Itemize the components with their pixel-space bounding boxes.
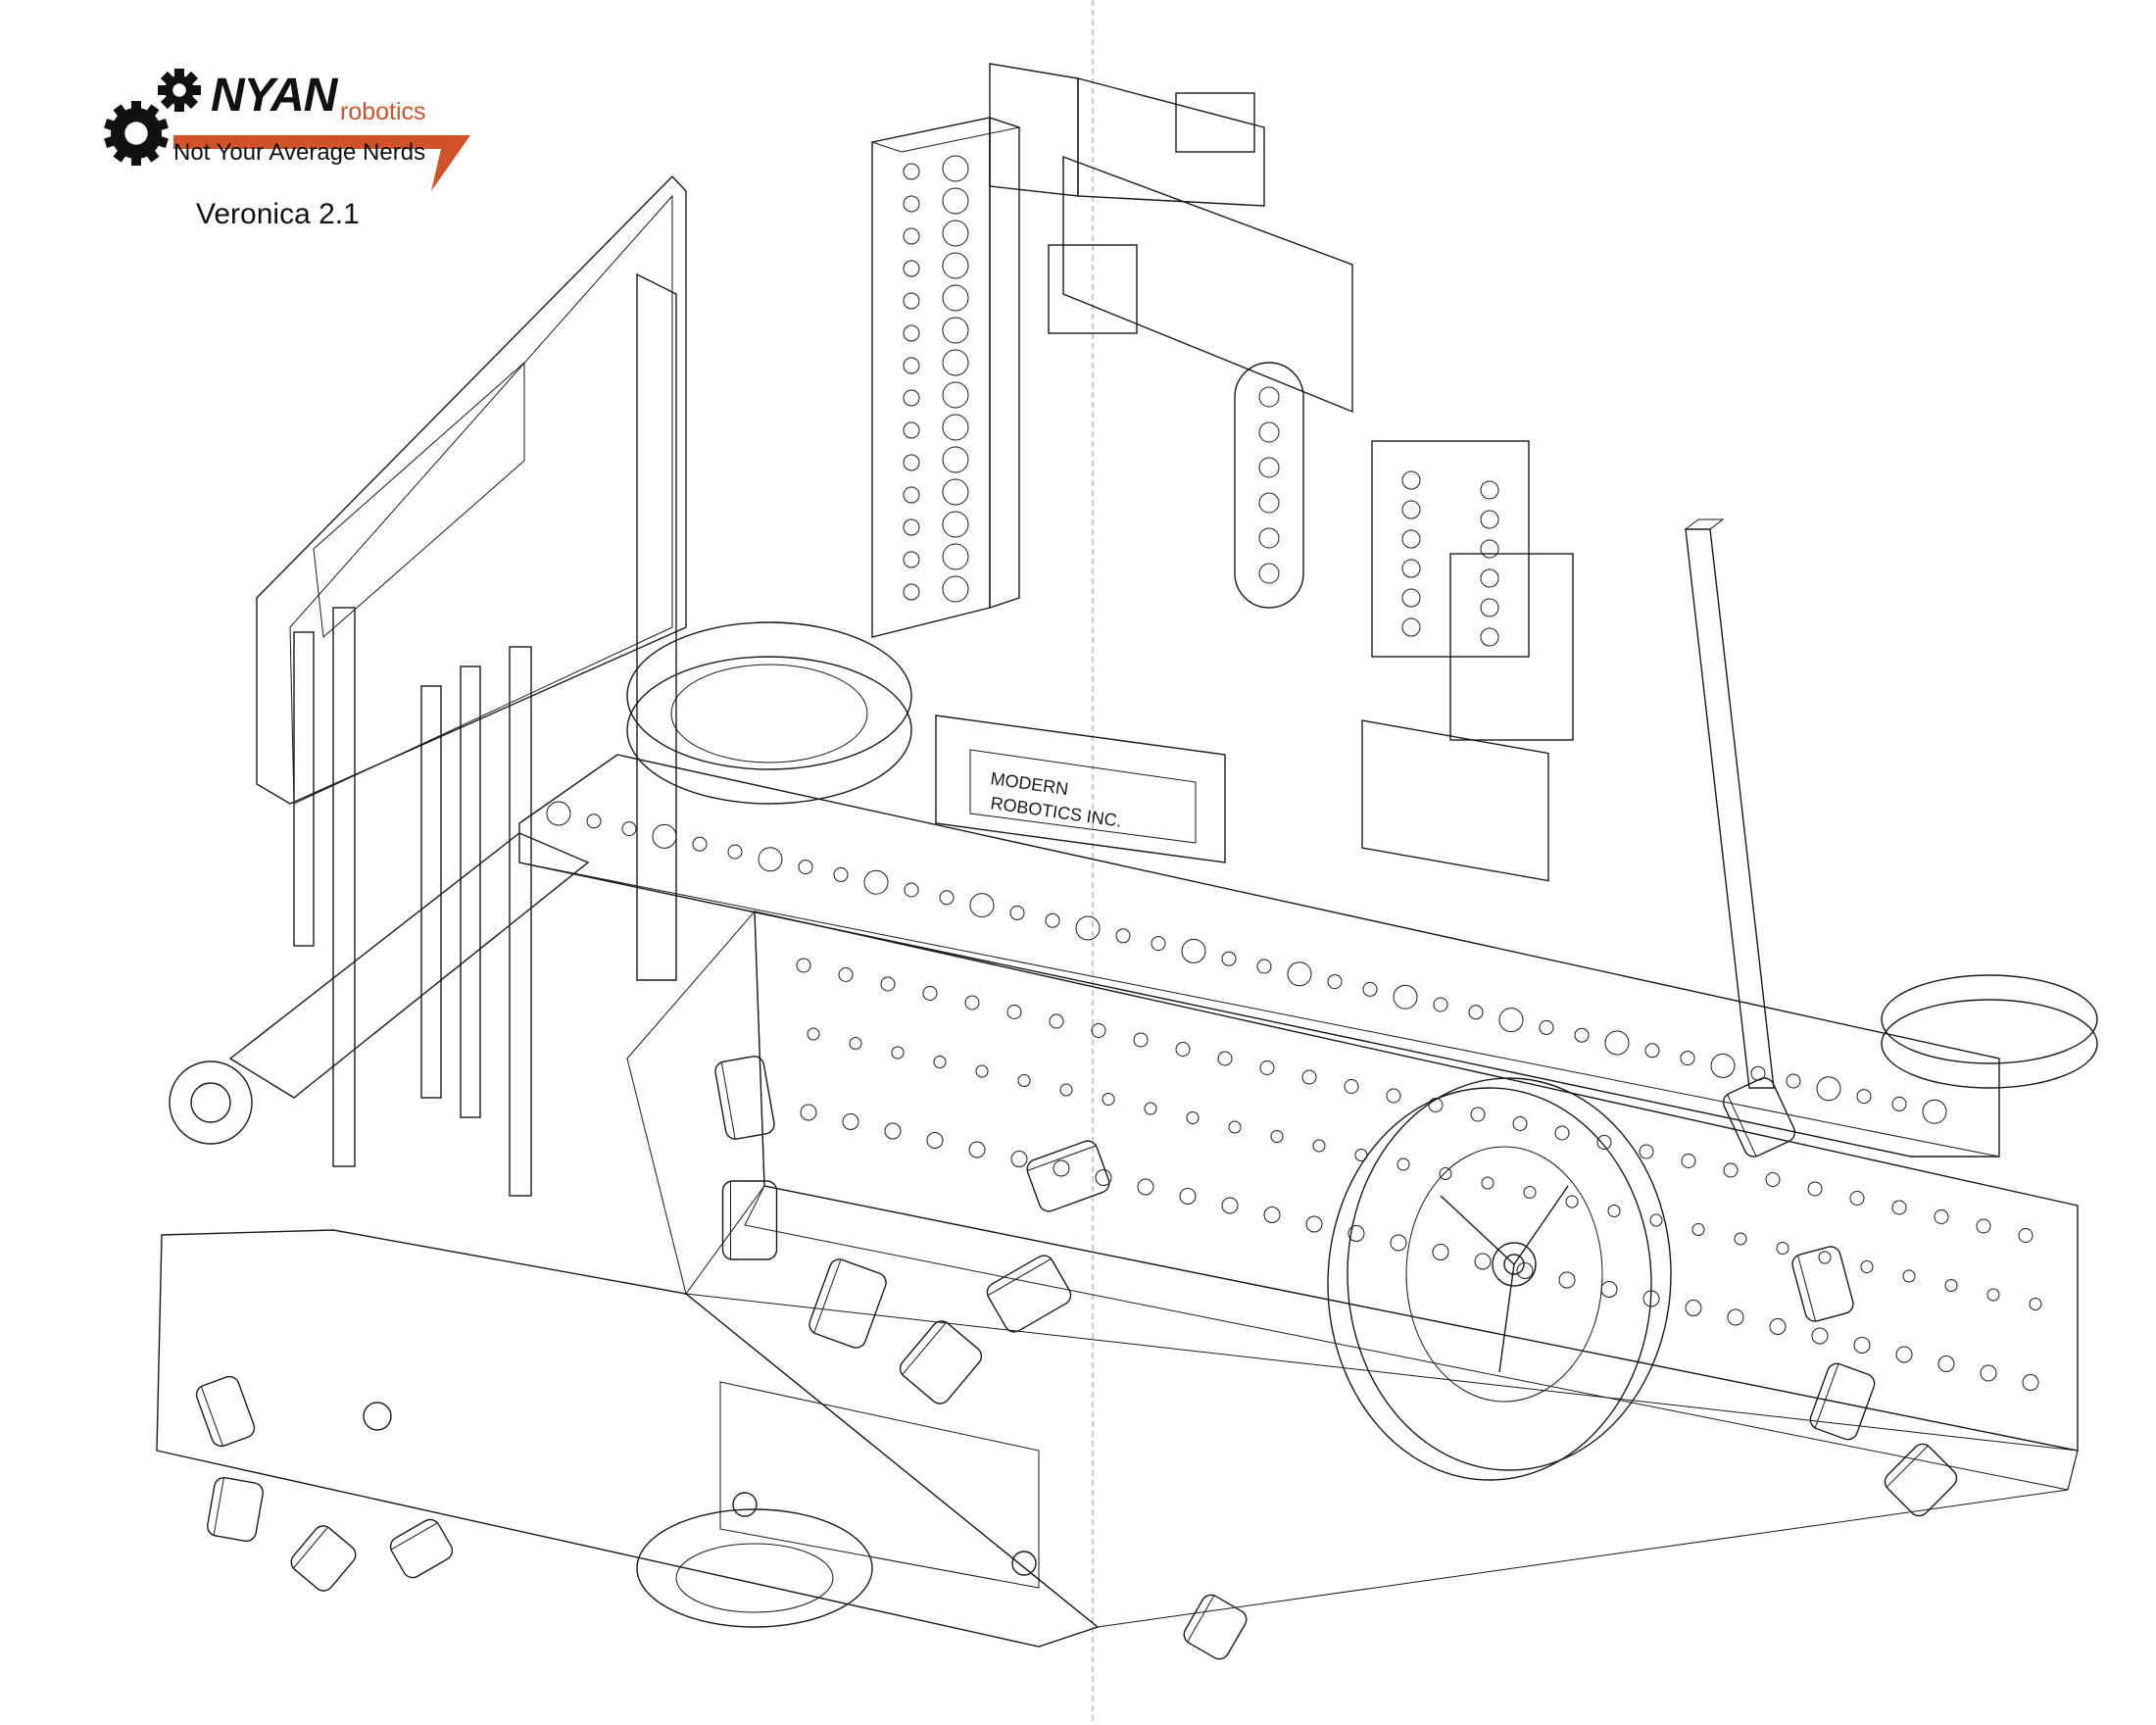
controller-box: MODERN ROBOTICS INC. <box>935 715 1226 863</box>
controller-label-line2: ROBOTICS INC. <box>989 793 1122 831</box>
intake-wheel-top <box>626 621 912 805</box>
back-panel <box>256 174 687 805</box>
chassis-bottom-frame <box>156 1229 2079 1648</box>
vertical-bars-left <box>293 607 532 1197</box>
lift-arm-plates <box>1234 362 1574 882</box>
top-motor-assembly <box>989 63 1353 414</box>
robot-model-name: Veronica 2.1 <box>196 198 360 230</box>
brand-tagline: Not Your Average Nerds <box>173 139 426 166</box>
chassis-hole-pattern <box>796 958 2042 1391</box>
omni-wheel-rollers <box>195 1056 1958 1660</box>
arm-hole-pattern <box>1258 386 1499 647</box>
gear-icon <box>104 69 201 166</box>
tower-hole-pattern <box>903 155 969 603</box>
brand-name: NYAN <box>211 70 337 122</box>
team-logo: NYAN robotics Not Your Average Nerds <box>103 69 495 196</box>
beam-hole-pattern <box>546 801 1947 1124</box>
upper-beam <box>518 754 2000 1158</box>
chassis-front-plate <box>626 910 2079 1491</box>
accent-swoosh <box>173 135 470 191</box>
chain-belt <box>169 832 590 1145</box>
vertical-pole <box>1684 518 1775 1089</box>
rear-wheel-right <box>1881 974 2098 1089</box>
drive-wheel-center <box>1327 1077 1672 1481</box>
lift-tower <box>870 117 1021 638</box>
drive-wheel-bottom <box>636 1508 873 1628</box>
brand-suffix: robotics <box>340 98 426 125</box>
side-channel-left <box>636 272 677 981</box>
